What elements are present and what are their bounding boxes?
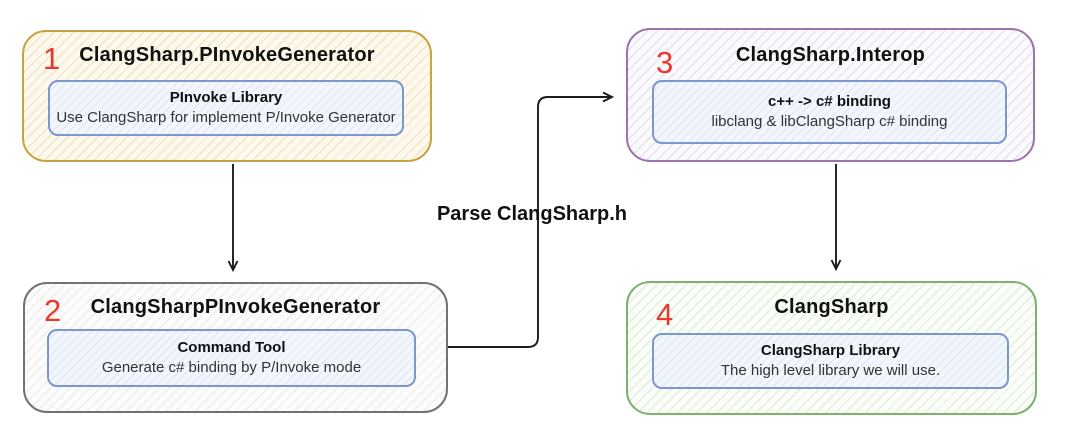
step-number-4: 4 [656, 297, 674, 332]
node-title: ClangSharp.PInvokeGenerator [79, 44, 375, 66]
card-title: Command Tool [177, 339, 286, 356]
node-card: c++ -> c# binding libclang & libClangSha… [652, 80, 1007, 144]
card-subtitle: libclang & libClangSharp c# binding [711, 113, 948, 130]
node-card: PInvoke Library Use ClangSharp for imple… [48, 80, 404, 136]
step-number-1: 1 [43, 41, 61, 76]
step-number-2: 2 [44, 293, 62, 328]
node-clangsharp-interop: 3 ClangSharp.Interop c++ -> c# binding l… [626, 28, 1035, 162]
card-subtitle: The high level library we will use. [720, 362, 941, 379]
node-title: ClangSharp [774, 296, 889, 318]
card-subtitle: Generate c# binding by P/Invoke mode [101, 359, 362, 376]
card-subtitle: Use ClangSharp for implement P/Invoke Ge… [56, 109, 396, 126]
node-card: Command Tool Generate c# binding by P/In… [47, 329, 416, 387]
node-title: ClangSharpPInvokeGenerator [90, 296, 381, 318]
node-card: ClangSharp Library The high level librar… [652, 333, 1009, 389]
node-clangsharppinvokegenerator: 2 ClangSharpPInvokeGenerator Command Too… [23, 282, 448, 413]
card-title: c++ -> c# binding [768, 93, 891, 110]
card-title: ClangSharp Library [760, 342, 901, 359]
card-title: PInvoke Library [169, 89, 283, 106]
step-number-3: 3 [656, 45, 674, 80]
node-clangsharp: 4 ClangSharp ClangSharp Library The high… [626, 281, 1037, 415]
arrow-label-parse-clangsharp-h: Parse ClangSharp.h [436, 203, 628, 225]
node-clangsharp-pinvokegenerator: 1 ClangSharp.PInvokeGenerator PInvoke Li… [22, 30, 432, 162]
node-title: ClangSharp.Interop [735, 44, 926, 66]
